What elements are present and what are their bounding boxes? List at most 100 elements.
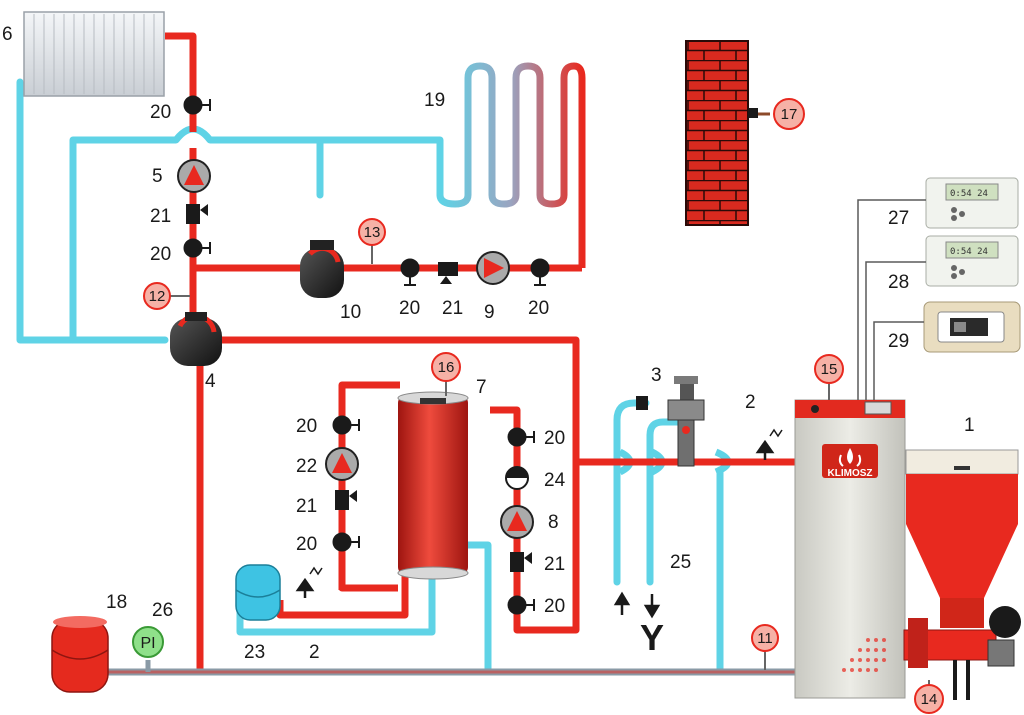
label-21: 21 [150,206,171,227]
sensor-15: 15 [814,354,844,400]
svg-text:17: 17 [781,106,798,123]
safety-valve-boiler [755,428,783,460]
room-controller-28: 0:54 24 [925,235,1019,287]
radiator-return-pipe [16,78,169,344]
boiler-supply-pipe [220,336,580,634]
shutoff-valve [507,427,535,447]
controller-wires [857,199,926,400]
down-arrow [643,594,661,619]
dhw-cold-pipe [613,399,650,586]
strainers [186,204,532,572]
strainer [438,262,458,284]
safety-valve-tank [295,566,323,598]
svg-text:0:54 24: 0:54 24 [950,189,988,199]
shutoff-valve [507,595,535,615]
label-20: 20 [399,298,420,319]
shutoff-valve [530,258,550,286]
svg-text:0:54 24: 0:54 24 [950,247,988,257]
label-21: 21 [296,496,317,517]
label-29: 29 [888,331,909,352]
tank-coil-loop [338,381,400,592]
dhw-hot-pipe [646,418,687,586]
label-25: 25 [670,552,691,573]
dhw-outlet-arrows [613,591,661,619]
strainer [510,552,532,572]
room-controller-27: 0:54 24 [925,177,1019,229]
svg-text:PI: PI [140,635,155,652]
svg-text:16: 16 [438,359,455,376]
label-27: 27 [888,208,909,229]
svg-text:12: 12 [149,288,166,305]
shutoff-valves [183,95,550,615]
expansion-vessel-heating [51,616,109,693]
outdoor-sensor-body [748,108,758,118]
label-2: 2 [745,392,756,413]
pressure-gauge: PI [132,626,164,658]
mixing-valve-4 [170,312,222,366]
svg-text:11: 11 [757,630,773,647]
boiler: KLIMOSZ [794,399,906,699]
label-21: 21 [442,298,463,319]
label-4: 4 [205,371,216,392]
label-19: 19 [424,90,445,111]
drain-symbol: Y [640,617,664,658]
radiator [23,11,165,97]
label-20: 20 [544,596,565,617]
label-23: 23 [244,642,265,663]
svg-text:13: 13 [364,224,381,241]
label-20: 20 [544,428,565,449]
label-24: 24 [544,470,566,491]
strainer [186,204,208,224]
cold-pipes [16,78,724,676]
label-20: 20 [296,534,317,555]
external-wall [685,40,749,226]
label-3: 3 [651,365,662,386]
label-26: 26 [152,600,173,621]
mixing-valve-10 [300,240,344,298]
sensor-16: 16 [431,352,461,396]
pump-5 [177,159,211,193]
sensor-13: 13 [358,218,386,264]
label-10: 10 [340,302,361,323]
sensors: 17 13 12 16 15 11 14 [132,98,944,714]
label-20: 20 [528,298,549,319]
boiler-brand: KLIMOSZ [828,468,873,479]
fuel-hopper [903,449,1021,700]
pump-22 [325,447,359,481]
expansion-vessel-dhw [235,564,281,621]
svg-text:15: 15 [821,361,838,378]
strainer [335,490,357,510]
hot-water-tank [397,391,469,580]
label-28: 28 [888,272,909,293]
label-6: 6 [2,24,13,45]
component-labels: 6 20 5 21 20 4 19 10 20 21 9 20 7 20 22 … [2,24,975,663]
shutoff-valve [400,258,420,286]
label-21: 21 [544,554,565,575]
sensor-17: 17 [773,98,805,130]
svg-text:14: 14 [921,691,938,708]
label-1: 1 [964,415,975,436]
label-9: 9 [484,302,495,323]
up-arrow [613,591,631,615]
shutoff-valve [183,95,211,115]
shutoff-valve [332,532,360,552]
sensor-14: 14 [914,680,944,714]
label-5: 5 [152,166,163,187]
label-8: 8 [548,512,559,533]
pump-8 [500,505,534,539]
internet-module-29 [923,301,1021,353]
shutoff-valve [332,415,360,435]
sensor-11: 11 [751,624,779,670]
label-20: 20 [150,102,171,123]
pump-9 [476,251,510,285]
floor-coil-pipe [436,62,586,268]
sensor-12: 12 [143,282,190,310]
air-separator [505,466,529,490]
label-20: 20 [150,244,171,265]
shutoff-valve [183,238,211,258]
label-20: 20 [296,416,317,437]
boiler-return-pipe [464,541,492,676]
label-22: 22 [296,456,317,477]
